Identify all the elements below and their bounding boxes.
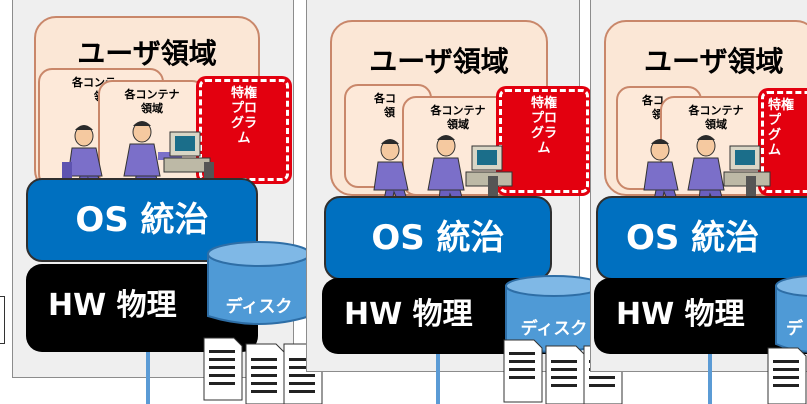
network-pole-1 [146, 350, 150, 404]
container-label-2b-line1: 各コンテナ [430, 104, 486, 117]
network-pole-3 [708, 352, 712, 404]
container-label-1b-line2: 領域 [141, 102, 163, 115]
user-at-computer-icon [643, 135, 771, 213]
hw-physical-layer-3: HW 物理 [594, 278, 807, 354]
privileged-label-2-line3: グラ [530, 126, 557, 141]
os-label-2: OS 統治 [371, 218, 505, 258]
disk-1: ディスク [206, 240, 312, 330]
privileged-label-3-line1: 特権 [768, 98, 795, 113]
disk-cylinder-icon [207, 241, 311, 325]
disk-label-3: デ [786, 319, 803, 339]
disk-cylinder-icon [775, 275, 807, 353]
hw-label-1: HW 物理 [48, 288, 177, 323]
privileged-label-1-line3: グラ [230, 116, 257, 131]
privileged-program-2: 特権 プロ グラ ム [496, 86, 592, 196]
container-label-2b-line2: 領域 [447, 118, 469, 131]
network-pole-2 [436, 352, 440, 404]
left-edge-bracket [0, 296, 5, 344]
os-governance-layer-2: OS 統治 [324, 196, 552, 280]
privileged-label-1-line4: ム [237, 131, 251, 146]
container-label-3b-line2: 領域 [705, 118, 727, 131]
disk-label-2: ディスク [520, 319, 588, 339]
container-label-1b-line1: 各コンテナ [124, 88, 180, 101]
container-label-3a-line2: 領 [652, 108, 663, 121]
privileged-label-2-line2: プロ [530, 111, 557, 126]
hw-label-2: HW 物理 [344, 297, 473, 332]
os-governance-layer-3: OS 統治 [596, 196, 807, 280]
hw-label-3: HW 物理 [616, 297, 745, 332]
container-label-2a-line2: 領 [384, 106, 395, 119]
container-label-3b-line1: 各コンテナ [688, 104, 744, 117]
os-label-3: OS 統治 [626, 218, 760, 258]
user-area-label-3: ユーザ領域 [644, 45, 784, 78]
os-label-1: OS 統治 [75, 200, 209, 240]
privileged-label-1-line1: 特権 [230, 86, 257, 101]
container-label-3a-line1: 各コ [642, 94, 664, 107]
privileged-label-3-line3: グ [768, 128, 782, 143]
disk-label-1: ディスク [225, 297, 293, 317]
privileged-label-2-line1: 特権 [530, 96, 557, 111]
privileged-label-2-line4: ム [537, 141, 551, 156]
privileged-label-3-line4: ム [768, 143, 782, 158]
user-area-label-2: ユーザ領域 [369, 45, 509, 78]
container-label-2a-line1: 各コ [374, 92, 396, 105]
user-area-label-1: ユーザ領域 [77, 37, 217, 70]
privileged-label-3-line2: プ [768, 113, 782, 128]
document-files-icon [767, 347, 807, 404]
privileged-label-1-line2: プロ [230, 101, 257, 116]
disk-3: デ [774, 274, 807, 358]
